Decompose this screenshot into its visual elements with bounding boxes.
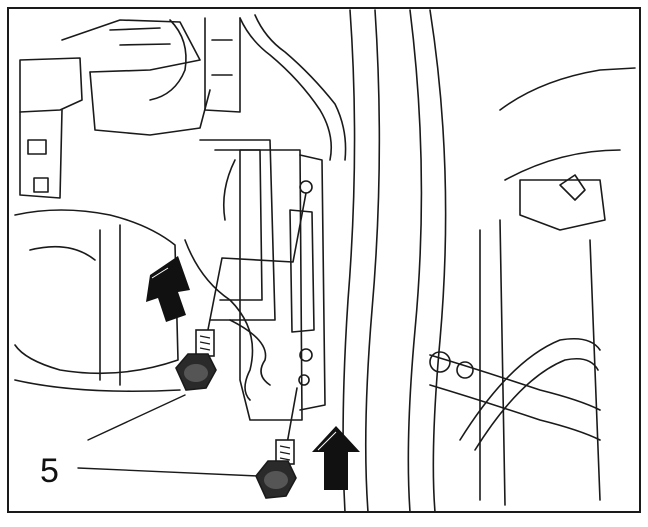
loose-wires [184, 159, 271, 401]
wiring-harness-right [459, 337, 601, 451]
door-pillar-drawing [289, 9, 447, 513]
engine-block-drawing [14, 139, 276, 393]
mounting-plate [239, 149, 313, 421]
upper-bolt [175, 329, 217, 391]
direction-arrow-upper [146, 256, 190, 322]
upper-bracket-drawing [19, 19, 211, 199]
wiring-harness-top [204, 14, 347, 161]
lower-bolt-hole [298, 374, 310, 386]
upper-bolt-hole [299, 180, 313, 194]
lower-bolt [255, 439, 297, 499]
callout-5-leader-line [77, 467, 259, 477]
callout-label-5: 5 [40, 452, 59, 490]
illustration-frame [7, 7, 641, 513]
upper-bolt-leader-line [204, 192, 307, 346]
middle-bolt-hole [299, 348, 313, 362]
door-check-strap [429, 351, 601, 441]
callout-5-leader-line-secondary [87, 394, 186, 441]
door-hinge-assembly [479, 67, 636, 506]
direction-arrow-lower [312, 426, 360, 490]
